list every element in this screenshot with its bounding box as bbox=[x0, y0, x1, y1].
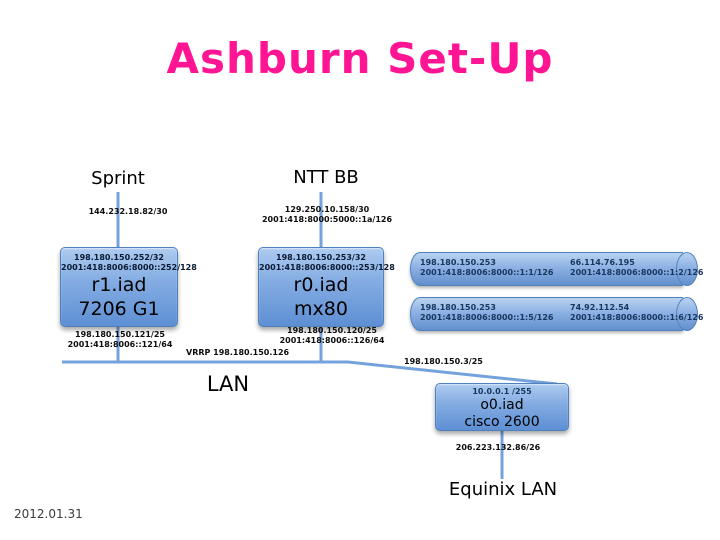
tunnel-2-right-addresses: 74.92.112.54 2001:418:8006:8000::1:6/126 bbox=[570, 303, 703, 323]
r0-loopback-ipv6: 2001:418:8006:8000::253/128 bbox=[259, 263, 395, 272]
slide-date: 2012.01.31 bbox=[14, 507, 83, 521]
router-r0-box: 198.180.150.253/32 2001:418:8006:8000::2… bbox=[258, 247, 395, 327]
tunnel-1-left-addresses: 198.180.150.253 2001:418:8006:8000::1:1/… bbox=[420, 258, 553, 278]
ntt-uplink-addresses: 129.250.10.158/30 2001:418:8000:5000::1a… bbox=[257, 205, 397, 225]
r0-lan-ipv4: 198.180.150.120/25 bbox=[287, 326, 377, 335]
r1-lan-ipv4: 198.180.150.121/25 bbox=[75, 330, 165, 339]
tunnel-2-right-ipv6: 2001:418:8006:8000::1:6/126 bbox=[570, 313, 704, 322]
tunnel-2-cap bbox=[676, 297, 698, 331]
r0-model: mx80 bbox=[294, 298, 348, 320]
tunnel-1-right-ipv6: 2001:418:8006:8000::1:2/126 bbox=[570, 268, 704, 277]
o0-model: cisco 2600 bbox=[464, 414, 540, 430]
tunnel-cylinder-1: 198.180.150.253 2001:418:8006:8000::1:1/… bbox=[410, 252, 703, 286]
tunnel-1-body bbox=[410, 252, 683, 286]
r0-lan-ipv6: 2001:418:8006::126/64 bbox=[279, 336, 385, 345]
lan-link-ipv4: 198.180.150.3/25 bbox=[404, 357, 483, 366]
o0-hostname: o0.iad bbox=[480, 397, 524, 413]
tunnel-2-right-ipv4: 74.92.112.54 bbox=[570, 303, 630, 312]
tunnel-cylinder-2: 198.180.150.253 2001:418:8006:8000::1:5/… bbox=[410, 297, 703, 331]
lan-label: LAN bbox=[206, 372, 250, 396]
tunnel-2-left-addresses: 198.180.150.253 2001:418:8006:8000::1:5/… bbox=[420, 303, 553, 323]
r1-hostname: r1.iad bbox=[91, 274, 147, 296]
tunnel-2-left-ipv4: 198.180.150.253 bbox=[420, 303, 496, 312]
ntt-label: NTT BB bbox=[293, 167, 359, 188]
tunnel-1-right-ipv4: 66.114.76.195 bbox=[570, 258, 635, 267]
tunnel-1-left-ipv4: 198.180.150.253 bbox=[420, 258, 496, 267]
o0-wan-ipv4: 206.223.132.86/26 bbox=[455, 443, 541, 452]
r0-hostname: r0.iad bbox=[293, 274, 349, 296]
r0-lan-addresses: 198.180.150.120/25 2001:418:8006::126/64 bbox=[262, 326, 402, 346]
tunnel-1-left-ipv6: 2001:418:8006:8000::1:1/126 bbox=[420, 268, 554, 277]
slide-title: Ashburn Set-Up bbox=[166, 34, 554, 83]
sprint-uplink-ipv4: 144.232.18.82/30 bbox=[88, 207, 168, 216]
equinix-lan-label: Equinix LAN bbox=[448, 479, 558, 500]
ntt-uplink-ipv4: 129.250.10.158/30 bbox=[284, 205, 370, 214]
r1-lan-ipv6: 2001:418:8006::121/64 bbox=[67, 340, 173, 349]
r1-model: 7206 G1 bbox=[78, 298, 160, 320]
tunnel-2-left-ipv6: 2001:418:8006:8000::1:5/126 bbox=[420, 313, 554, 322]
tunnel-1-right-addresses: 66.114.76.195 2001:418:8006:8000::1:2/12… bbox=[570, 258, 703, 278]
sprint-label: Sprint bbox=[91, 168, 145, 189]
router-r1-box: 198.180.150.252/32 2001:418:8006:8000::2… bbox=[60, 247, 197, 327]
vrrp-label: VRRP 198.180.150.126 bbox=[186, 348, 290, 357]
r1-loopback-ipv6: 2001:418:8006:8000::252/128 bbox=[61, 263, 197, 272]
o0-ipv4: 10.0.0.1 /255 bbox=[472, 387, 532, 396]
r0-loopback-ipv4: 198.180.150.253/32 bbox=[276, 253, 366, 262]
router-o0-box: 10.0.0.1 /255 o0.iad cisco 2600 bbox=[435, 383, 569, 431]
tunnel-2-body bbox=[410, 297, 683, 331]
tunnel-1-cap bbox=[676, 252, 698, 286]
ntt-uplink-ipv6: 2001:418:8000:5000::1a/126 bbox=[261, 215, 393, 224]
r1-lan-addresses: 198.180.150.121/25 2001:418:8006::121/64 bbox=[50, 330, 190, 350]
r1-loopback-ipv4: 198.180.150.252/32 bbox=[74, 253, 164, 262]
